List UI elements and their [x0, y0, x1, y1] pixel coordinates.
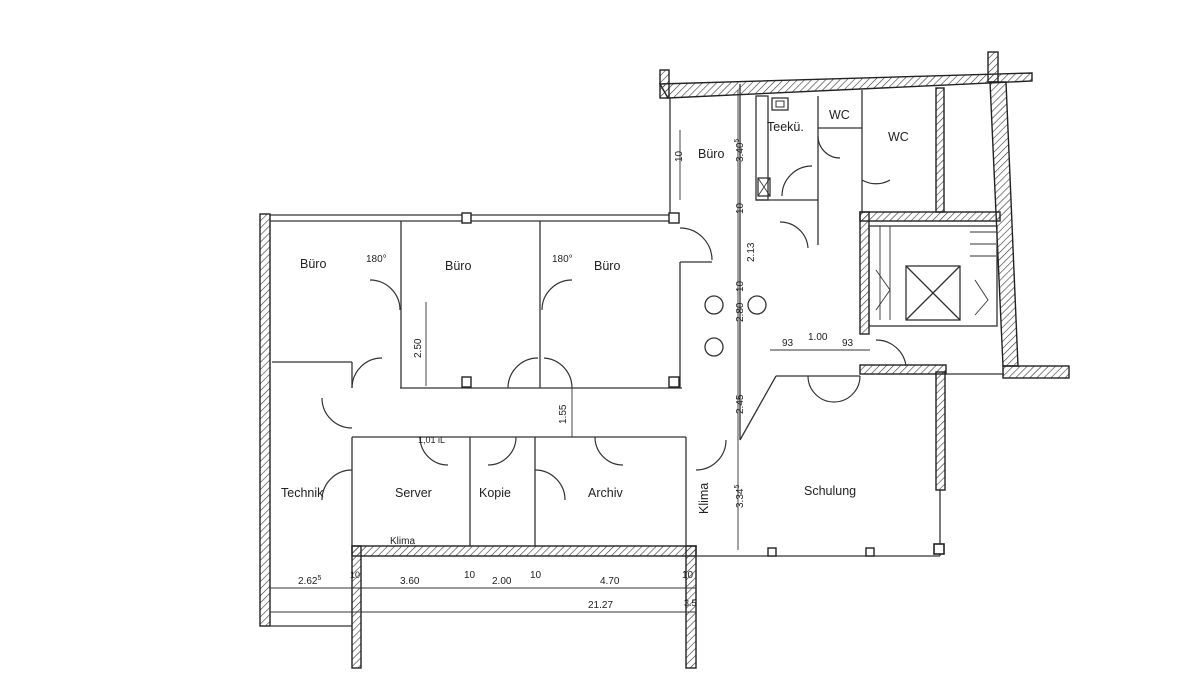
dimension-lines	[270, 90, 870, 613]
room-label-buero-2: Büro	[445, 259, 471, 273]
angle-label-2: 180°	[552, 254, 573, 265]
wall-stair-bottom	[859, 364, 947, 375]
round-columns	[704, 295, 767, 357]
dimension-labels: 3.405 10 10 2.13 10 2.80 2.45 3.345 2.50…	[298, 139, 854, 611]
dim-3345: 3.345	[734, 485, 746, 508]
wall-bottom-top	[351, 545, 697, 557]
dim-2625: 2.625	[298, 575, 321, 587]
dim-155: 1.55	[558, 404, 569, 424]
dim-470: 4.70	[600, 576, 620, 587]
interior-walls	[270, 84, 1004, 627]
room-label-archiv: Archiv	[588, 486, 623, 500]
dim-10-g: 10	[350, 570, 360, 580]
room-labels: Büro Büro Büro Büro Teekü. WC WC Technik…	[281, 108, 909, 547]
room-label-klima-vertical: Klima	[697, 483, 711, 514]
dim-200: 2.00	[492, 576, 512, 587]
room-label-wc-2: WC	[888, 130, 909, 144]
dim-100: 1.00	[808, 332, 828, 343]
dim-10-e: 10	[530, 570, 542, 581]
stairwell	[868, 225, 998, 327]
dim-10-d: 10	[464, 570, 476, 581]
dim-10-b: 10	[735, 202, 746, 214]
wall-right-outer	[989, 81, 1019, 367]
dim-2127: 21.27	[588, 600, 613, 611]
wall-top-left-stub	[659, 69, 670, 99]
room-label-klima-bottom: Klima	[390, 536, 415, 547]
room-label-teekueche: Teekü.	[767, 120, 804, 134]
dim-280: 2.80	[735, 302, 746, 322]
dim-360: 3.60	[400, 576, 420, 587]
wall-top-roof	[658, 72, 1033, 99]
room-label-technik: Technik	[281, 486, 324, 500]
dim-35: 3.5	[684, 598, 697, 608]
columns	[461, 212, 945, 557]
room-label-schulung: Schulung	[804, 484, 856, 498]
dim-245: 2.45	[735, 394, 746, 414]
room-label-buero-3: Büro	[594, 259, 620, 273]
dim-10-f: 10	[682, 570, 694, 581]
dim-10-c: 10	[735, 280, 746, 292]
wall-wc-shaft	[935, 87, 945, 213]
doors	[321, 135, 907, 501]
room-label-buero-4: Büro	[698, 147, 724, 161]
dim-250: 2.50	[413, 338, 424, 358]
room-label-kopie: Kopie	[479, 486, 511, 500]
wall-stair-left	[859, 211, 870, 335]
annotations: 180° 180° 1,01 iL	[366, 254, 573, 445]
dim-93-b: 93	[842, 338, 854, 349]
elevator-shaft	[905, 265, 961, 321]
dim-3405: 3.405	[734, 139, 746, 162]
room-label-server: Server	[395, 486, 432, 500]
room-label-buero-1: Büro	[300, 257, 326, 271]
wall-stair-top	[859, 211, 1001, 222]
dim-213: 2.13	[746, 242, 757, 262]
wall-top-right-stub	[987, 51, 999, 83]
kitchen-fixtures	[757, 97, 789, 197]
wall-left-outer	[259, 213, 271, 627]
angle-label-1: 180°	[366, 254, 387, 265]
dim-93-a: 93	[782, 338, 794, 349]
door-width-label: 1,01 iL	[418, 435, 445, 445]
wall-bottom-left	[351, 545, 362, 669]
dim-10-a: 10	[674, 150, 685, 162]
wall-schulung-right	[935, 371, 946, 491]
room-label-wc-1: WC	[829, 108, 850, 122]
wall-right-stub	[1002, 365, 1070, 379]
wall-bottom-right	[685, 545, 697, 669]
exterior-walls	[259, 51, 1070, 669]
